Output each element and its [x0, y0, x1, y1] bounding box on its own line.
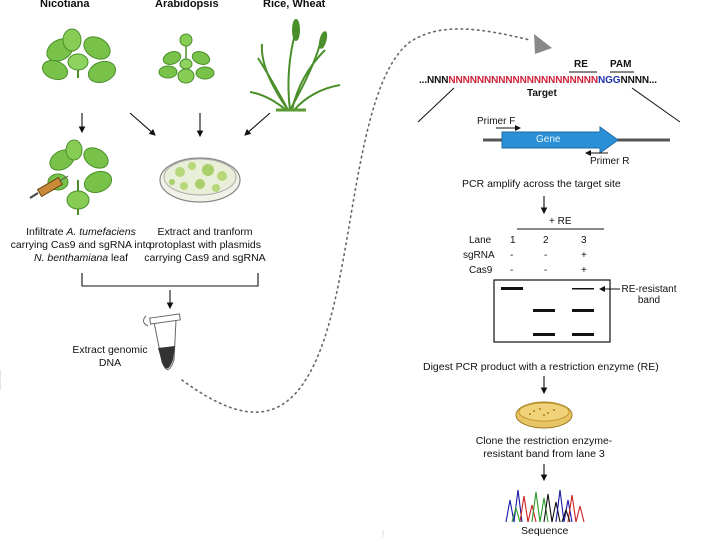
lane-1-number: 1	[510, 235, 516, 246]
gene-label: Gene	[536, 134, 561, 145]
lane-1-sgrna: -	[510, 250, 514, 261]
clone-caption: Clone the restriction enzyme- resistant …	[475, 435, 613, 460]
syringe-icon	[29, 175, 69, 199]
lane-1-cas9: -	[510, 265, 514, 276]
infiltrate-caption: Infiltrate A. tumefaciens carrying Cas9 …	[10, 226, 152, 264]
protoplast-caption: Extract and tranform protoplast with pla…	[144, 226, 266, 264]
arabidopsis-plant-icon	[158, 33, 215, 84]
re-label: RE	[574, 59, 588, 70]
petri-dish-icon	[159, 157, 241, 203]
lane-3-cas9: +	[581, 265, 587, 276]
connector-dotted-curve	[181, 28, 531, 413]
target-label: Target	[527, 88, 557, 99]
seq-prefix: ...NNN	[419, 75, 449, 86]
seq-suffix: NNNN...	[620, 75, 657, 86]
row-label-lane: Lane	[469, 235, 492, 246]
label-arabidopsis: Arabidopsis	[155, 0, 219, 10]
primer-r-label: Primer R	[590, 156, 630, 167]
gel-band-lane1	[501, 287, 523, 290]
seq-pam: NGG	[597, 75, 621, 86]
target-sequence: ...NNNNNNNNNNNNNNNNNNNNNNNNNGGNNNN...	[419, 75, 657, 86]
pcr-caption: PCR amplify across the target site	[462, 178, 621, 190]
extract-dna-caption: Extract genomic DNA	[72, 344, 148, 369]
pam-label: PAM	[610, 59, 632, 70]
gene-arrow	[501, 126, 619, 154]
gel-band-lane3-resistant	[572, 288, 594, 290]
microcentrifuge-tube-icon	[142, 313, 181, 370]
nicotiana-plant-icon	[41, 28, 117, 84]
gel-band-lane3-upper	[572, 309, 594, 312]
lane-2-cas9: -	[544, 265, 548, 276]
gel-band-lane2-upper	[533, 309, 555, 312]
lane-3-sgrna: +	[581, 250, 587, 261]
digest-caption: Digest PCR product with a restriction en…	[423, 361, 659, 373]
lane-3-number: 3	[581, 235, 587, 246]
resistant-band-label: RE-resistant band	[621, 284, 677, 306]
connector-arrowhead	[534, 34, 552, 54]
rice-wheat-plant-icon	[249, 19, 341, 112]
gel-band-lane3-lower	[572, 333, 594, 336]
label-nicotiana: Nicotiana	[40, 0, 90, 10]
row-label-sgrna: sgRNA	[463, 250, 495, 261]
lane-2-sgrna: -	[544, 250, 548, 261]
row-label-cas9: Cas9	[469, 265, 493, 276]
label-rice-wheat: Rice, Wheat	[263, 0, 326, 10]
primer-f-label: Primer F	[477, 116, 516, 127]
infiltrated-leaf-icon	[47, 139, 113, 215]
sequence-caption: Sequence	[521, 525, 569, 537]
sequence-chromatogram-icon	[505, 489, 585, 523]
plus-re-header: + RE	[549, 216, 572, 227]
lane-2-number: 2	[543, 235, 549, 246]
seq-target-red: NNNNNNNNNNNNNNNNNNNNN	[448, 75, 598, 86]
culture-plate-icon	[515, 401, 573, 429]
gel-band-lane2-lower	[533, 333, 555, 336]
